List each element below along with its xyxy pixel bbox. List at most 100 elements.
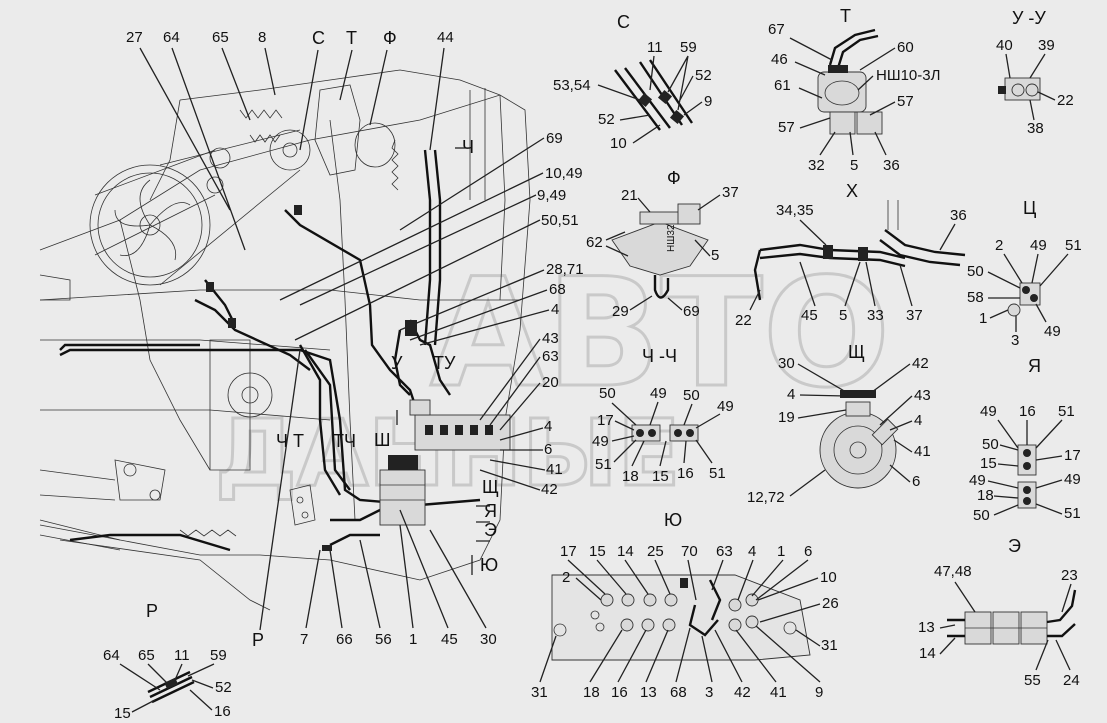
view-f-label-29: 29 — [612, 303, 629, 320]
view-t-label-61: 61 — [774, 77, 791, 94]
view-shch-label-6: 6 — [912, 473, 920, 490]
view-yu-label-13: 13 — [640, 684, 657, 701]
view-p: 64 65 11 59 52 15 16 — [103, 647, 232, 722]
label-44: 44 — [437, 29, 454, 46]
view-shch: Щ 30 42 4 43 19 4 41 6 12,72 — [747, 342, 931, 506]
view-x-label-37: 37 — [906, 307, 923, 324]
view-yu-label-16: 16 — [611, 684, 628, 701]
view-ts-label-58: 58 — [967, 289, 984, 306]
label-section-r-view: Р — [146, 601, 158, 621]
view-ya-label-17: 17 — [1064, 447, 1081, 464]
view-shch-title: Щ — [848, 342, 865, 362]
view-c-label-9: 9 — [704, 93, 712, 110]
view-yu-label-25: 25 — [647, 543, 664, 560]
view-ya-label-50-a: 50 — [982, 436, 999, 453]
view-ya-label-50-b: 50 — [973, 507, 990, 524]
view-c-label-11: 11 — [647, 39, 663, 56]
view-yu-label-4: 4 — [748, 543, 756, 560]
view-ts-label-49-bottom: 49 — [1044, 323, 1061, 340]
label-section-ya: Я — [484, 501, 497, 521]
view-p-label-64: 64 — [103, 647, 120, 664]
label-section-e: Э — [484, 520, 497, 540]
view-c-label-52-right: 52 — [695, 67, 712, 84]
view-t-label-57-right: 57 — [897, 93, 914, 110]
view-uu-label-38: 38 — [1027, 120, 1044, 137]
label-28-71: 28,71 — [546, 261, 584, 278]
view-ya-label-18: 18 — [977, 487, 994, 504]
view-e-label-24: 24 — [1063, 672, 1080, 689]
label-30: 30 — [480, 631, 497, 648]
view-p-label-11: 11 — [174, 647, 190, 664]
view-ya: Я 49 16 51 50 15 17 49 49 18 50 51 — [969, 356, 1081, 524]
view-ya-label-49-c: 49 — [969, 472, 986, 489]
view-x-label-5: 5 — [839, 307, 847, 324]
label-section-ch: Ч — [462, 137, 474, 157]
view-yu-label-17: 17 — [560, 543, 577, 560]
label-section-sh: Ш — [374, 430, 391, 450]
view-x-label-45: 45 — [801, 307, 818, 324]
view-shch-label-12-72: 12,72 — [747, 489, 785, 506]
view-yu-label-9: 9 — [815, 684, 823, 701]
label-4-mid: 4 — [544, 418, 552, 435]
view-yu: Ю 17 15 14 25 70 63 4 1 6 2 10 — [531, 510, 839, 701]
view-chch-label-16: 16 — [677, 465, 694, 482]
view-x-label-22: 22 — [735, 312, 752, 329]
label-section-yu: Ю — [480, 555, 498, 575]
label-section-shch: Щ — [482, 477, 499, 497]
view-t: Т 67 60 46 НШ10-3Л 61 57 57 32 5 36 — [768, 6, 940, 174]
view-yu-label-42: 42 — [734, 684, 751, 701]
view-e-title: Э — [1008, 536, 1021, 556]
label-7: 7 — [300, 631, 308, 648]
view-chch-label-18: 18 — [622, 468, 639, 485]
view-yu-title: Ю — [664, 510, 682, 530]
label-68: 68 — [549, 281, 566, 298]
view-yu-label-41: 41 — [770, 684, 787, 701]
view-shch-label-19: 19 — [778, 409, 795, 426]
view-ya-label-15: 15 — [980, 455, 997, 472]
view-t-label-60: 60 — [897, 39, 914, 56]
view-e-label-47-48: 47,48 — [934, 563, 972, 580]
view-ya-label-51-a: 51 — [1058, 403, 1075, 420]
view-chch-label-49-b: 49 — [717, 398, 734, 415]
label-56: 56 — [375, 631, 392, 648]
view-f-title: Ф — [667, 168, 681, 188]
view-p-label-65: 65 — [138, 647, 155, 664]
view-ts-label-1: 1 — [979, 310, 987, 327]
view-yu-label-6: 6 — [804, 543, 812, 560]
label-section-f: Ф — [383, 28, 397, 48]
view-c-title: С — [617, 12, 630, 32]
label-42: 42 — [541, 481, 558, 498]
view-x-label-36: 36 — [950, 207, 967, 224]
view-shch-label-30: 30 — [778, 355, 795, 372]
view-chch-label-15: 15 — [652, 468, 669, 485]
view-yu-label-10: 10 — [820, 569, 837, 586]
view-c-label-52-left: 52 — [598, 111, 615, 128]
label-63: 63 — [542, 348, 559, 365]
label-section-cht: Ч Т — [276, 431, 304, 451]
view-t-label-5: 5 — [850, 157, 858, 174]
label-section-t: Т — [346, 28, 357, 48]
view-t-label-57-left: 57 — [778, 119, 795, 136]
view-f: Ф НШ32 21 37 62 5 29 69 — [586, 168, 739, 320]
view-ts-label-50: 50 — [967, 263, 984, 280]
view-x: Х 34,35 36 22 45 5 33 37 — [735, 181, 967, 329]
view-e-label-13: 13 — [918, 619, 935, 636]
view-ya-label-51-b: 51 — [1064, 505, 1081, 522]
label-section-tch: ТЧ — [333, 431, 356, 451]
view-chch-title: Ч -Ч — [642, 346, 677, 366]
view-p-label-59: 59 — [210, 647, 227, 664]
view-p-label-15: 15 — [114, 705, 131, 722]
view-chch-label-51-a: 51 — [595, 456, 612, 473]
view-chch-label-51-b: 51 — [709, 465, 726, 482]
label-section-r-main: Р — [252, 630, 264, 650]
view-f-label-37: 37 — [722, 184, 739, 201]
label-section-tu: ТУ — [433, 353, 456, 373]
view-uu-label-40: 40 — [996, 37, 1013, 54]
view-p-label-52: 52 — [215, 679, 232, 696]
main-labels: 27 64 65 8 С Т Ф 44 69 10,49 9,49 50,51 … — [126, 28, 584, 650]
label-69: 69 — [546, 130, 563, 147]
view-uu-title: У -У — [1012, 8, 1046, 28]
label-4-top: 4 — [551, 301, 559, 318]
view-ts-title: Ц — [1023, 198, 1036, 218]
